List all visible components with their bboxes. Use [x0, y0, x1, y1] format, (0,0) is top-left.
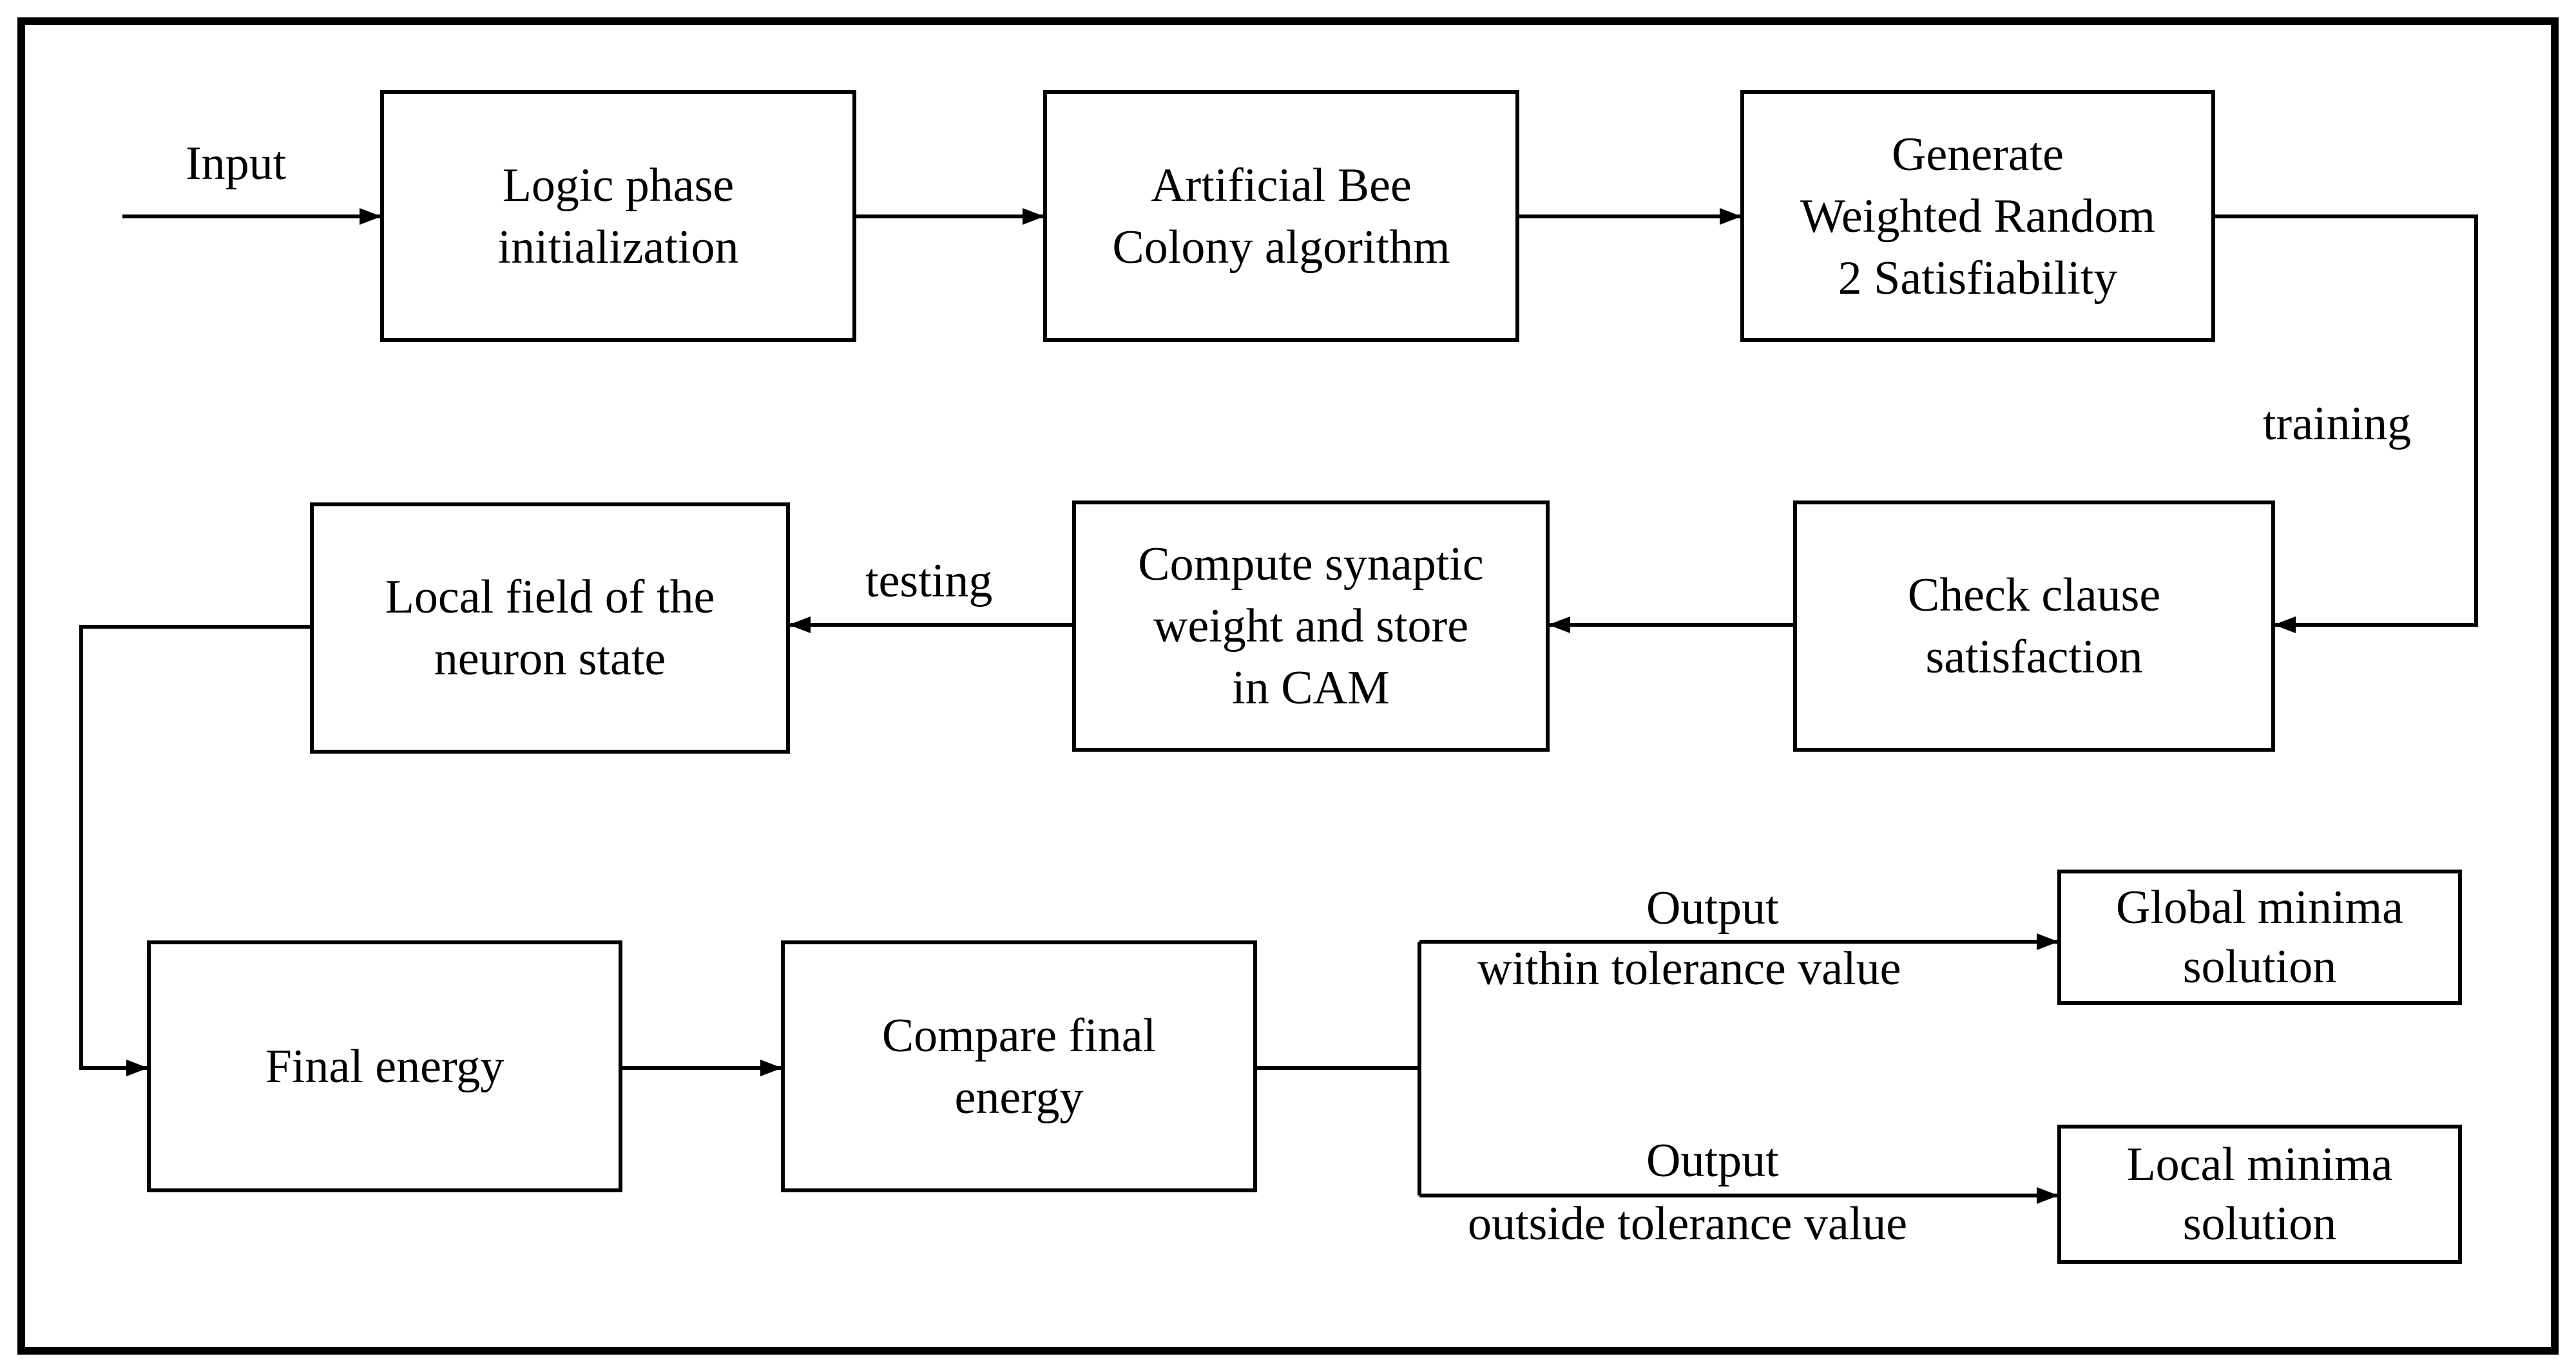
arrow-local-to-final — [79, 625, 310, 1076]
arrow-training — [2215, 214, 2478, 633]
final-energy-box: Final energy — [147, 940, 622, 1192]
global-minima-box: Global minima solution — [2057, 870, 2462, 1005]
local-field-box: Local field of the neuron state — [310, 502, 790, 754]
outer-frame — [17, 17, 2559, 1355]
compare-box: Compare final energy — [781, 940, 1257, 1192]
logic-phase-box: Logic phase initialization — [380, 90, 856, 342]
local-minima-label: Local minima solution — [2126, 1138, 2393, 1250]
local-minima-box: Local minima solution — [2057, 1125, 2462, 1264]
output-top-label: Output — [1646, 882, 1779, 935]
check-clause-box: Check clause satisfaction — [1793, 500, 2275, 752]
logic-phase-label: Logic phase initialization — [497, 158, 739, 274]
input-label: Input — [186, 137, 287, 190]
output-bottom-label: Output — [1646, 1134, 1779, 1187]
compute-weight-label: Compute synaptic weight and store in CAM — [1138, 538, 1484, 714]
training-label: training — [2263, 397, 2412, 450]
local-field-label: Local field of the neuron state — [385, 571, 715, 685]
within-tolerance-label: within tolerance value — [1477, 942, 1901, 995]
compute-weight-box: Compute synaptic weight and store in CAM — [1072, 500, 1550, 752]
outside-tolerance-label: outside tolerance value — [1468, 1197, 1908, 1250]
generate-box: Generate Weighted Random 2 Satisfiabilit… — [1740, 90, 2215, 342]
abc-box: Artificial Bee Colony algorithm — [1043, 90, 1519, 342]
final-energy-label: Final energy — [265, 1040, 505, 1093]
generate-label: Generate Weighted Random 2 Satisfiabilit… — [1800, 128, 2155, 305]
testing-label: testing — [865, 555, 993, 607]
check-clause-label: Check clause satisfaction — [1907, 569, 2161, 683]
compare-label: Compare final energy — [881, 1009, 1157, 1124]
global-minima-label: Global minima solution — [2116, 881, 2403, 993]
abc-label: Artificial Bee Colony algorithm — [1112, 158, 1450, 274]
